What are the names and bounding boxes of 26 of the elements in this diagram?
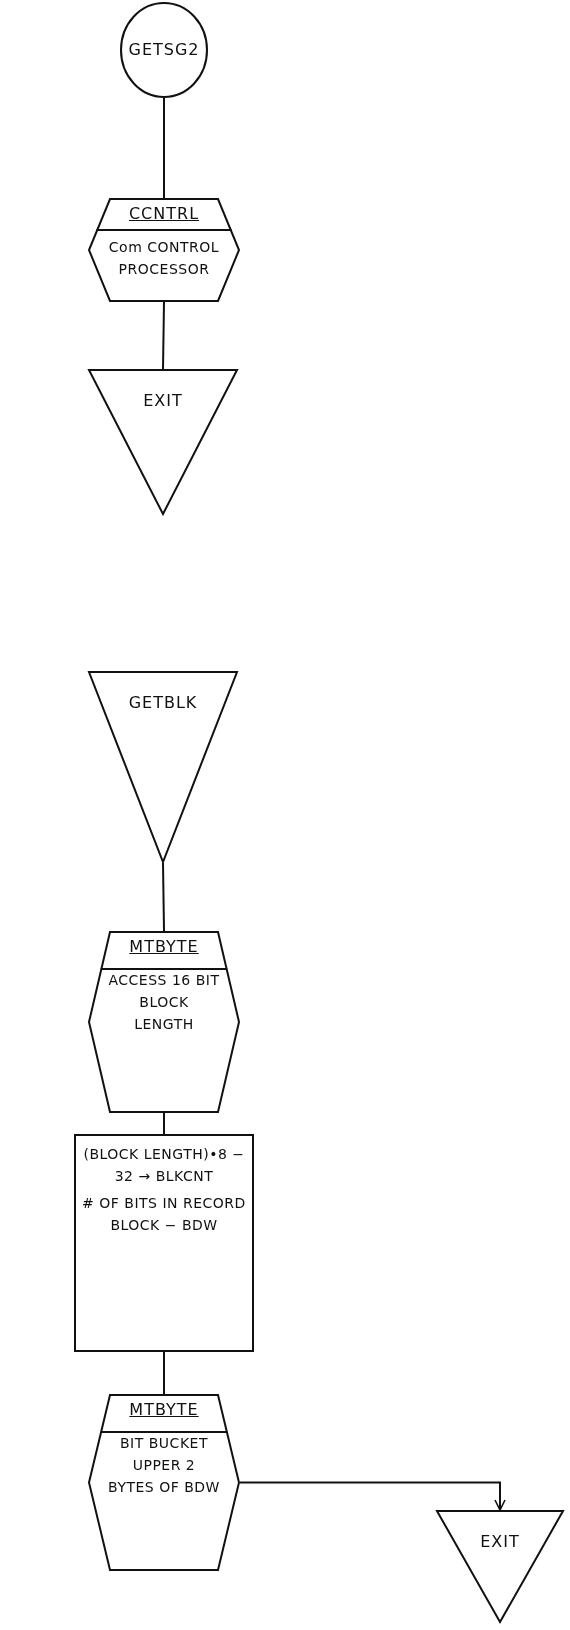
connector-circle — [120, 2, 208, 98]
node-label: (BLOCK LENGTH)•8 − 32 → BLKCNT — [82, 1145, 246, 1186]
process-box — [74, 1134, 254, 1352]
node-label: EXIT — [143, 391, 183, 411]
connector-line — [162, 862, 165, 932]
connector-line — [163, 1112, 165, 1135]
process-hexagon — [88, 1394, 240, 1571]
node-label: MTBYTE — [129, 937, 199, 957]
terminal-triangle — [88, 671, 238, 863]
node-label: ACCESS 16 BIT BLOCK LENGTH — [108, 971, 220, 1034]
process-hexagon — [88, 931, 240, 1113]
terminal-triangle — [88, 369, 238, 515]
node-label: GETBLK — [128, 693, 198, 713]
node-label: CCNTRL — [128, 204, 200, 224]
node-label: BIT BUCKET UPPER 2 BYTES OF BDW — [108, 1434, 220, 1497]
arrow — [239, 1481, 506, 1511]
terminal-triangle — [436, 1510, 564, 1623]
node-label: # OF BITS IN RECORD BLOCK − BDW — [82, 1194, 246, 1236]
node-label: Com CONTROL PROCESSOR — [108, 238, 220, 279]
connector-line — [163, 97, 165, 199]
connector-line — [162, 301, 165, 370]
node-label: GETSG2 — [128, 40, 200, 60]
node-label: EXIT — [480, 1532, 520, 1552]
node-label: MTBYTE — [129, 1400, 199, 1420]
process-hexagon — [88, 198, 240, 302]
connector-line — [163, 1351, 165, 1395]
